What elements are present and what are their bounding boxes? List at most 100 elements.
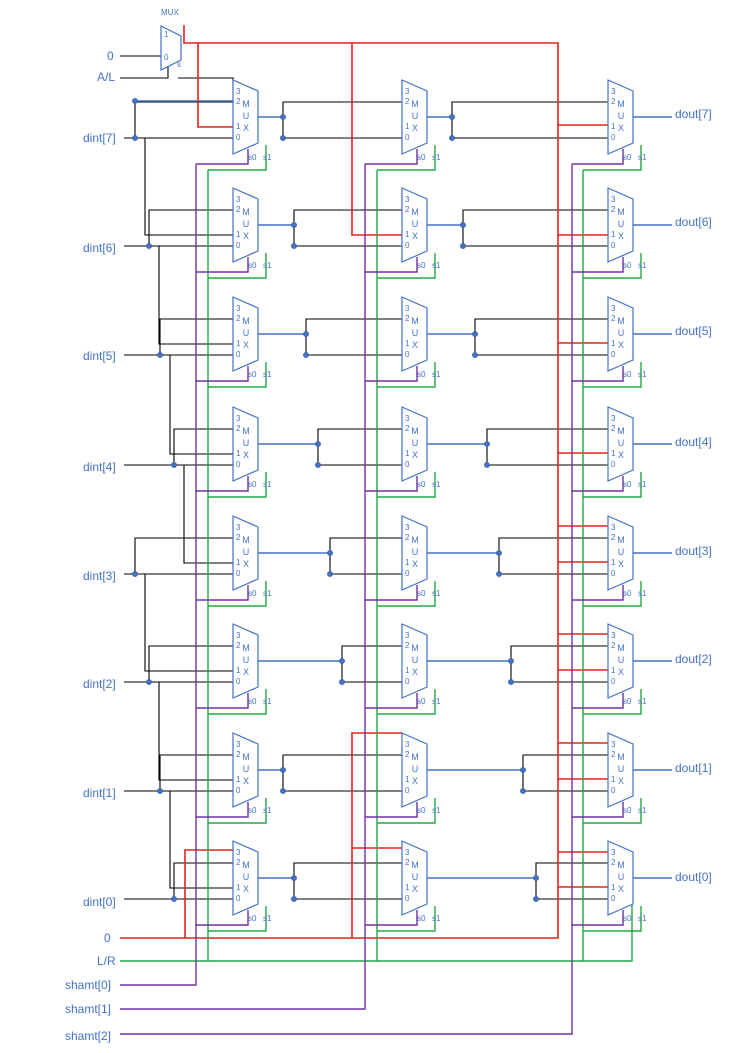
mux-s1-pin: s1 [263,806,272,815]
lr-wire [583,689,642,715]
lr-wire [377,798,436,824]
mux-pin-p1: 1 [405,339,410,348]
mux-s0-pin: s0 [623,589,632,598]
stage2-wire [498,553,608,575]
shamt-wire [572,693,624,709]
shamt-wire [365,802,418,818]
lr-wire [583,581,642,607]
lr-wire [120,900,633,962]
mux-letter: X [412,450,418,460]
input-label-dint7: dint[7] [83,131,116,145]
lr-wire [208,145,267,171]
mux-s1-pin: s1 [432,370,441,379]
mux-letter: U [243,547,250,557]
mux-pin-p3: 3 [611,523,616,532]
mux-pin-p0: 0 [611,241,616,250]
junction-dot [449,114,455,120]
junction-dot [520,788,526,794]
mux-pin-p1: 1 [405,449,410,458]
al-wire [178,77,234,91]
shamt-wire [196,366,249,382]
output-label-dout4: dout[4] [675,435,712,449]
shamt-wire [365,149,418,165]
lr-wire [583,253,642,279]
junction-dot [472,352,478,358]
input-label-dint5: dint[5] [83,349,116,363]
mux-s0-pin: s0 [248,370,257,379]
junction-dot [339,658,345,664]
mux-pin-p3: 3 [611,740,616,749]
mux-body [401,296,428,372]
mux-letter: X [618,123,624,133]
mux-pin-p0: 0 [405,350,410,359]
mux-pin-p3: 3 [236,523,241,532]
mux-pin-p2: 2 [236,858,241,867]
input-wire [134,537,233,574]
junction-dot [327,571,333,577]
mux-letter: X [412,340,418,350]
output-label-dout0: dout[0] [675,870,712,884]
output-label-dout1: dout[1] [675,761,712,775]
mux-s0-pin: s0 [248,480,257,489]
mux-pin-p1: 1 [611,883,616,892]
mux-pin-p1: 1 [236,339,241,348]
pre-mux-pin0: 0 [164,53,169,62]
junction-dot [132,98,138,104]
lr-wire [377,906,436,932]
junction-dot [339,679,345,685]
mux-pin-p2: 2 [236,314,241,323]
mux-pin-p2: 2 [405,750,410,759]
junction-dot [146,679,152,685]
lr-wire [583,362,642,388]
mux-pin-p3: 3 [236,195,241,204]
stage2-wire [522,770,608,792]
stage1-wire [341,645,402,661]
input-wire [173,428,233,465]
mux-letter: M [617,535,625,545]
mux-pin-p0: 0 [611,350,616,359]
mux-pin-p3: 3 [405,848,410,857]
shamt-wire [196,802,249,818]
mux-body [607,840,634,916]
mux-letter: X [243,450,249,460]
mux-s1-pin: s1 [432,261,441,270]
mux-pin-p1: 1 [236,883,241,892]
stage1-wire [293,878,402,900]
shamt-wire [365,366,418,382]
stage2-wire [474,318,608,334]
control-wires [120,25,642,1035]
input-wire [144,574,233,672]
mux-letter: X [243,667,249,677]
mux-pin-p3: 3 [236,848,241,857]
input-label-dint6: dint[6] [83,241,116,255]
mux-pin-p3: 3 [405,631,410,640]
mux-letter: X [618,231,624,241]
mux-pin-p3: 3 [611,195,616,204]
mux-letter: U [412,764,419,774]
mux-pin-p2: 2 [611,424,616,433]
mux-s0-pin: s0 [417,589,426,598]
mux-letter: M [411,99,419,109]
mux-s0-pin: s0 [623,370,632,379]
mux-letter: M [617,860,625,870]
mux-s1-pin: s1 [638,261,647,270]
mux-pin-p3: 3 [611,631,616,640]
junction-dot [291,896,297,902]
input-wire [144,138,233,236]
mux-letter: M [617,99,625,109]
mux-letter: M [242,426,250,436]
mux-s0-pin: s0 [417,914,426,923]
input-wire [173,862,233,899]
mux-s1-pin: s1 [638,806,647,815]
mux-letter: X [412,776,418,786]
junction-dot [291,243,297,249]
lr-wire [377,689,436,715]
mux-pin-p2: 2 [405,533,410,542]
mux-body [232,623,259,699]
